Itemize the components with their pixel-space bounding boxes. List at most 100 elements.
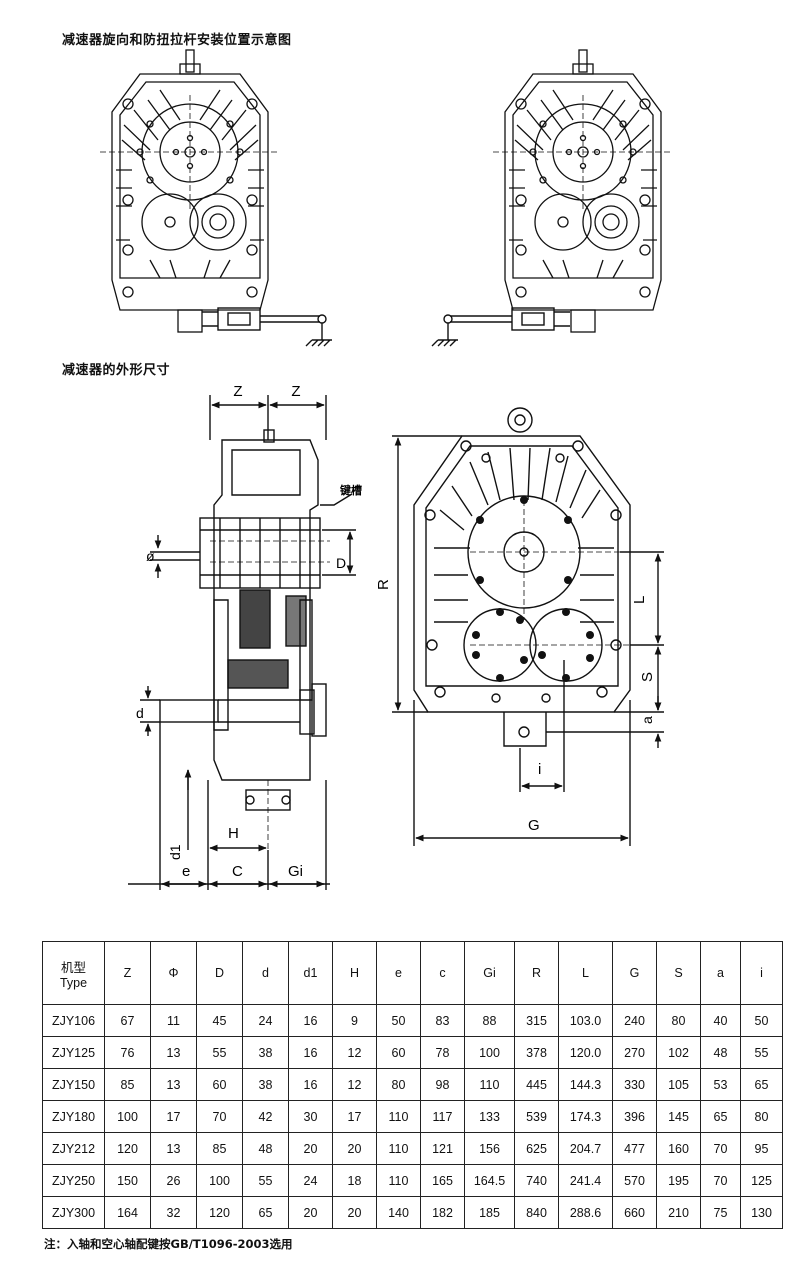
table-cell: ZJY300 xyxy=(42,1196,105,1229)
dimensions-heading: 减速器的外形尺寸 xyxy=(62,363,171,378)
table-cell: 55 xyxy=(242,1164,289,1197)
table-cell: 80 xyxy=(376,1068,421,1101)
table-cell: 110 xyxy=(376,1100,421,1133)
table-cell: 133 xyxy=(464,1100,515,1133)
table-cell: 125 xyxy=(740,1164,783,1197)
table-cell: 18 xyxy=(332,1164,377,1197)
table-cell: 78 xyxy=(420,1036,465,1069)
technical-drawings: Z Z ø D 键槽 d d1 H e C Gi xyxy=(99,49,674,890)
table-cell: 270 xyxy=(612,1036,657,1069)
table-header-cell: Z xyxy=(104,941,151,1005)
table-cell: 241.4 xyxy=(558,1164,613,1197)
table-cell: 24 xyxy=(242,1004,289,1037)
table-cell: 83 xyxy=(420,1004,465,1037)
table-cell: 378 xyxy=(514,1036,559,1069)
table-cell: 65 xyxy=(740,1068,783,1101)
table-cell: 100 xyxy=(464,1036,515,1069)
table-header-cell: S xyxy=(656,941,701,1005)
table-cell: 105 xyxy=(656,1068,701,1101)
table-cell: 40 xyxy=(700,1004,741,1037)
table-cell: 20 xyxy=(288,1196,333,1229)
table-cell: 102 xyxy=(656,1036,701,1069)
gearbox-view-right xyxy=(492,49,674,333)
table-header-cell: d xyxy=(242,941,289,1005)
table-cell: 50 xyxy=(740,1004,783,1037)
table-cell: 60 xyxy=(376,1036,421,1069)
front-view-bolts xyxy=(472,496,594,682)
table-cell: 12 xyxy=(332,1036,377,1069)
table-cell: 660 xyxy=(612,1196,657,1229)
table-cell: 45 xyxy=(196,1004,243,1037)
table-cell: 65 xyxy=(700,1100,741,1133)
table-cell: 38 xyxy=(242,1036,289,1069)
table-cell: 98 xyxy=(420,1068,465,1101)
table-cell: 70 xyxy=(196,1100,243,1133)
table-cell: 539 xyxy=(514,1100,559,1133)
label-L: L xyxy=(631,596,648,604)
label-D: D xyxy=(336,555,346,571)
table-cell: ZJY125 xyxy=(42,1036,105,1069)
table-cell: 65 xyxy=(242,1196,289,1229)
table-header-cell: G xyxy=(612,941,657,1005)
table-cell: 150 xyxy=(104,1164,151,1197)
table-cell: 20 xyxy=(332,1196,377,1229)
table-cell: 55 xyxy=(196,1036,243,1069)
label-Gi: Gi xyxy=(288,863,303,880)
table-cell: 445 xyxy=(514,1068,559,1101)
table-cell: 288.6 xyxy=(558,1196,613,1229)
table-cell: 110 xyxy=(464,1068,515,1101)
table-cell: 53 xyxy=(700,1068,741,1101)
table-cell: 80 xyxy=(656,1004,701,1037)
table-header-cell: c xyxy=(420,941,465,1005)
table-cell: 330 xyxy=(612,1068,657,1101)
table-cell: 85 xyxy=(196,1132,243,1165)
table-cell: 185 xyxy=(464,1196,515,1229)
table-cell: 70 xyxy=(700,1132,741,1165)
table-cell: 570 xyxy=(612,1164,657,1197)
front-view xyxy=(392,407,664,846)
table-cell: 16 xyxy=(288,1068,333,1101)
table-cell: 160 xyxy=(656,1132,701,1165)
table-header-cell: Φ xyxy=(150,941,197,1005)
table-cell: 30 xyxy=(288,1100,333,1133)
label-i: i xyxy=(538,761,541,778)
table-cell: 195 xyxy=(656,1164,701,1197)
table-cell: 60 xyxy=(196,1068,243,1101)
table-cell: 20 xyxy=(288,1132,333,1165)
table-cell: 121 xyxy=(420,1132,465,1165)
table-header-cell: Gi xyxy=(464,941,515,1005)
table-cell: 120 xyxy=(104,1132,151,1165)
table-cell: 110 xyxy=(376,1132,421,1165)
label-Z-right: Z xyxy=(291,383,300,400)
table-cell: 24 xyxy=(288,1164,333,1197)
table-cell: 75 xyxy=(700,1196,741,1229)
label-d: d xyxy=(136,705,144,721)
table-cell: ZJY212 xyxy=(42,1132,105,1165)
table-cell: 103.0 xyxy=(558,1004,613,1037)
table-cell: ZJY250 xyxy=(42,1164,105,1197)
table-cell: 477 xyxy=(612,1132,657,1165)
label-R: R xyxy=(375,579,392,590)
table-cell: 140 xyxy=(376,1196,421,1229)
table-cell: 164 xyxy=(104,1196,151,1229)
table-cell: 240 xyxy=(612,1004,657,1037)
label-H: H xyxy=(228,825,239,842)
footnote: 注：入轴和空心轴配键按GB/T1096-2003选用 xyxy=(44,1237,293,1251)
torque-rod-left xyxy=(202,307,332,347)
table-cell: 80 xyxy=(740,1100,783,1133)
table-cell: 17 xyxy=(332,1100,377,1133)
table-cell: 110 xyxy=(376,1164,421,1197)
table-header-cell: D xyxy=(196,941,243,1005)
table-cell: 204.7 xyxy=(558,1132,613,1165)
label-phi: ø xyxy=(146,548,155,564)
table-cell: 100 xyxy=(196,1164,243,1197)
table-cell: ZJY180 xyxy=(42,1100,105,1133)
table-cell: 164.5 xyxy=(464,1164,515,1197)
table-header-cell: R xyxy=(514,941,559,1005)
